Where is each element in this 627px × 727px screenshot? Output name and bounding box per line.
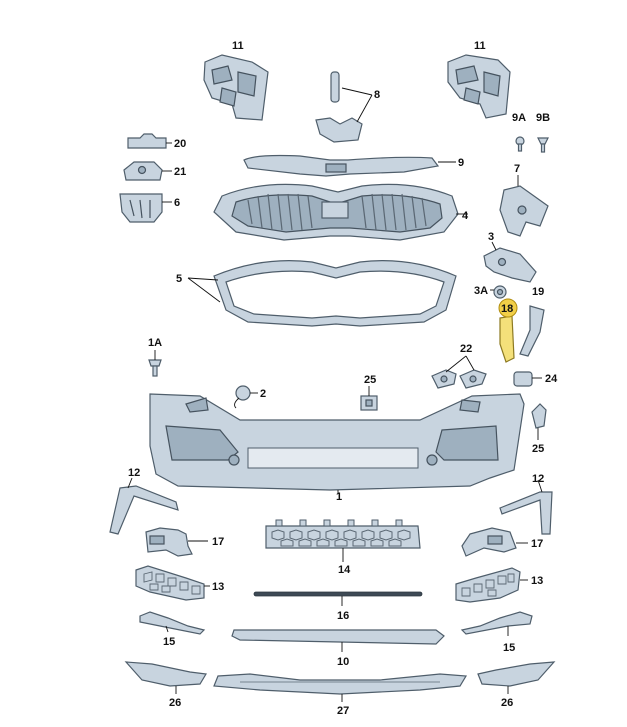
label-17-left: 17 [212,536,224,548]
label-8: 8 [374,89,380,101]
part-11-left-bracket [203,54,269,121]
part-13-left-fog-grille [135,565,205,601]
part-1-bumper-cover [149,393,525,491]
label-20: 20 [174,138,186,150]
label-18-badge: 18 [498,298,518,318]
part-5-grille-frame [213,260,457,327]
part-20 [127,133,167,149]
part-18-strip-highlighted [499,315,515,363]
label-26-right: 26 [501,697,513,709]
label-2: 2 [260,388,266,400]
label-9a: 9A [512,112,526,124]
part-24-cover [513,371,533,387]
part-9-trim-strip [243,154,440,177]
part-25-clip-side [531,403,547,429]
part-15-left-trim [139,611,206,635]
label-3a: 3A [474,285,488,297]
label-27: 27 [337,705,349,717]
part-8-clips [315,71,363,143]
part-11-right-bracket [447,54,511,119]
part-2-connector [234,385,251,409]
part-1a-screw [148,359,162,377]
part-3a-clip [493,285,507,299]
part-21 [123,161,163,181]
part-9a-screw [515,136,525,152]
label-25-upper: 25 [364,374,376,386]
part-19-strip [519,305,545,357]
label-15-right: 15 [503,642,515,654]
part-4-grille [213,183,459,241]
label-13-right: 13 [531,575,543,587]
label-15-left: 15 [163,636,175,648]
part-6 [119,193,163,223]
part-10-strip [231,629,445,645]
label-22: 22 [460,343,472,355]
part-7-bracket [499,185,549,237]
label-17-right: 17 [531,538,543,550]
part-12-right-trim [499,491,553,535]
part-16-strip [253,591,423,597]
label-5: 5 [176,273,182,285]
part-17-left-bracket [145,527,193,557]
part-26-left-corner [124,661,207,687]
label-7: 7 [514,163,520,175]
label-3: 3 [488,231,494,243]
part-14-lower-grille [265,519,421,549]
label-10: 10 [337,656,349,668]
label-12-left: 12 [128,467,140,479]
label-14: 14 [338,564,351,576]
part-3-bracket [483,247,537,283]
label-4: 4 [462,210,469,222]
label-18: 18 [501,303,513,315]
label-9b: 9B [536,112,550,124]
part-27-spoiler [213,673,468,695]
part-9b-clip [537,137,549,153]
label-12-right: 12 [532,473,544,485]
part-12-left-trim [109,485,179,535]
label-9: 9 [458,157,464,169]
part-13-right-fog-grille [455,567,521,603]
label-6: 6 [174,197,180,209]
label-16: 16 [337,610,349,622]
label-13-left: 13 [212,581,224,593]
label-26-left: 26 [169,697,181,709]
part-25-clip-upper [360,395,378,411]
label-11-left: 11 [232,40,244,52]
label-11-right: 11 [474,40,486,52]
part-15-right-trim [460,611,533,635]
label-24: 24 [545,373,558,385]
label-19: 19 [532,286,544,298]
part-22-rings [431,369,487,389]
label-1: 1 [336,491,342,503]
part-26-right-corner [477,661,556,687]
label-1a: 1A [148,337,162,349]
part-17-right-bracket [461,527,517,557]
label-25-side: 25 [532,443,544,455]
label-21: 21 [174,166,186,178]
